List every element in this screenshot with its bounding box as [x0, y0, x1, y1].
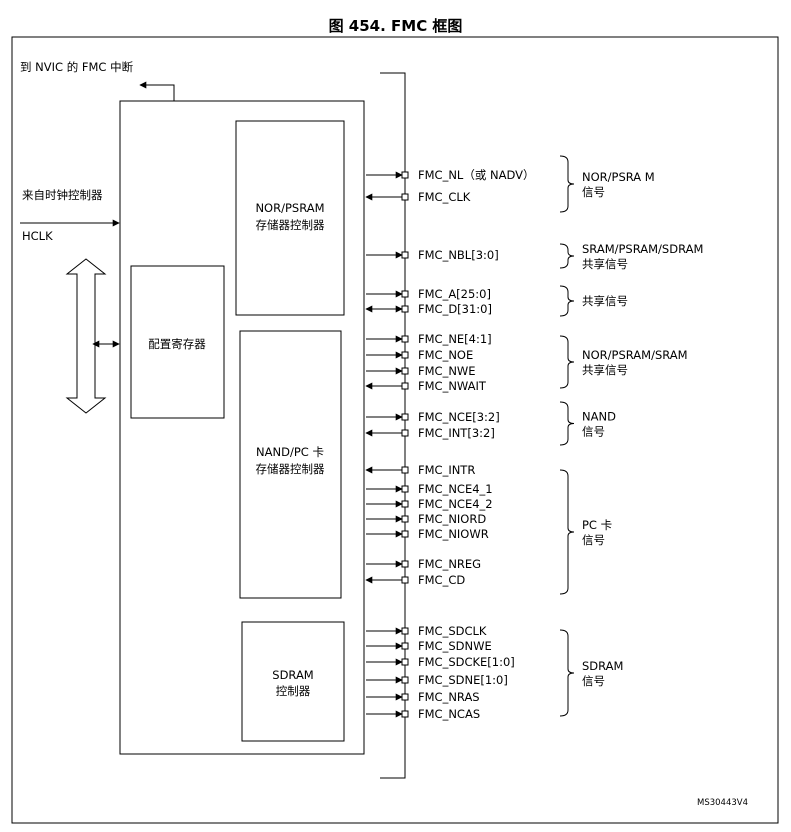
signal-pin-sdne: [401, 676, 409, 684]
figure-code: MS30443V4: [697, 798, 748, 808]
nor-controller-line1: NOR/PSRAM: [255, 201, 324, 215]
outer-frame: [11, 36, 779, 824]
signal-label-sdnwe: FMC_SDNWE: [418, 639, 492, 653]
signal-pin-niord: [401, 515, 409, 523]
signal-label-d: FMC_D[31:0]: [418, 302, 492, 316]
system-bus-arrow: [65, 258, 107, 414]
brace-pc-card-signals: [559, 469, 575, 595]
signal-pin-clk: [401, 193, 409, 201]
sdram-controller-line2: 控制器: [276, 684, 311, 698]
signal-pin-nl: [401, 171, 409, 179]
signal-label-nl: FMC_NL（或 NADV）: [418, 168, 534, 182]
signal-label-sdne: FMC_SDNE[1:0]: [418, 673, 508, 687]
signal-label-cd: FMC_CD: [418, 573, 465, 587]
signal-pin-nwe: [401, 367, 409, 375]
signal-pin-nce4_2: [401, 500, 409, 508]
brace-shared-sram-signals: [559, 243, 575, 269]
fmc-main-block: [119, 100, 365, 755]
signal-pin-d: [401, 305, 409, 313]
signal-label-nbl: FMC_NBL[3:0]: [418, 248, 499, 262]
group-label-shared-sram-signals-line1: SRAM/PSRAM/SDRAM: [582, 242, 703, 256]
signal-label-niord: FMC_NIORD: [418, 512, 486, 526]
signal-label-niowr: FMC_NIOWR: [418, 527, 489, 541]
signal-label-nce: FMC_NCE[3:2]: [418, 410, 500, 424]
brace-nor-psram-signals: [559, 155, 575, 213]
signal-label-nreg: FMC_NREG: [418, 557, 481, 571]
group-label-shared-signals-line1: 共享信号: [582, 294, 628, 308]
signal-label-ne: FMC_NE[4:1]: [418, 332, 492, 346]
brace-nand-signals: [559, 401, 575, 446]
signal-label-noe: FMC_NOE: [418, 348, 473, 362]
signal-pin-nce: [401, 413, 409, 421]
figure-title: 图 454. FMC 框图: [328, 17, 463, 35]
clock-source-label: 来自时钟控制器: [22, 188, 103, 202]
group-label-shared-sram-signals-line2: 共享信号: [582, 257, 628, 271]
brace-sdram-signals: [559, 629, 575, 717]
config-registers-label: 配置寄存器: [148, 337, 206, 351]
group-label-sdram-signals-line1: SDRAM: [582, 659, 623, 673]
group-label-nor-psram-signals-line2: 信号: [582, 185, 605, 199]
signal-pin-int: [401, 429, 409, 437]
signal-pin-ne: [401, 335, 409, 343]
signal-pin-sdcke: [401, 658, 409, 666]
signal-label-nras: FMC_NRAS: [418, 690, 480, 704]
signal-pin-sdnwe: [401, 642, 409, 650]
group-label-pc-card-signals-line2: 信号: [582, 533, 605, 547]
signal-pin-niowr: [401, 530, 409, 538]
hclk-label: HCLK: [22, 229, 53, 243]
signal-label-nce4_1: FMC_NCE4_1: [418, 482, 493, 496]
signal-pin-nwait: [401, 382, 409, 390]
signal-label-nce4_2: FMC_NCE4_2: [418, 497, 493, 511]
group-label-nor-psram-sram-signals-line2: 共享信号: [582, 363, 628, 377]
signal-label-nwe: FMC_NWE: [418, 364, 476, 378]
brace-shared-signals: [559, 285, 575, 317]
signal-label-a: FMC_A[25:0]: [418, 287, 491, 301]
to-nvic-label: 到 NVIC 的 FMC 中断: [20, 60, 134, 74]
signal-pin-sdclk: [401, 627, 409, 635]
nvic-interrupt-arrow: [139, 81, 175, 101]
group-label-nor-psram-sram-signals-line1: NOR/PSRAM/SRAM: [582, 348, 688, 362]
signal-pin-nbl: [401, 251, 409, 259]
signal-pin-ncas: [401, 710, 409, 718]
signal-pin-noe: [401, 351, 409, 359]
config-registers-box: [130, 265, 225, 419]
nand-controller-line2: 存储器控制器: [256, 462, 325, 476]
signal-pin-a: [401, 290, 409, 298]
nand-pc-controller-box: [239, 330, 342, 599]
group-label-pc-card-signals-line1: PC 卡: [582, 518, 612, 532]
signal-label-clk: FMC_CLK: [418, 190, 471, 204]
nor-controller-line2: 存储器控制器: [256, 218, 325, 232]
group-label-nand-signals-line2: 信号: [582, 425, 605, 439]
signal-label-sdcke: FMC_SDCKE[1:0]: [418, 655, 515, 669]
signal-label-ncas: FMC_NCAS: [418, 707, 480, 721]
group-label-nand-signals-line1: NAND: [582, 410, 616, 424]
nand-controller-line1: NAND/PC 卡: [256, 445, 324, 459]
pin-bus-bracket: [380, 72, 406, 779]
signal-pin-nce4_1: [401, 485, 409, 493]
signal-pin-cd: [401, 576, 409, 584]
signal-label-int: FMC_INT[3:2]: [418, 426, 495, 440]
signal-rows: FMC_NL（或 NADV） FMC_CLK FMC_NBL[3:0] FMC_A[2…: [365, 168, 534, 721]
group-braces: NOR/PSRA M信号SRAM/PSRAM/SDRAM共享信号共享信号NOR/…: [559, 155, 703, 717]
nor-psram-controller-box: [235, 120, 345, 316]
sdram-controller-box: [241, 621, 345, 742]
brace-nor-psram-sram-signals: [559, 335, 575, 389]
group-label-nor-psram-signals-line1: NOR/PSRA M: [582, 170, 655, 184]
signal-label-sdclk: FMC_SDCLK: [418, 624, 487, 638]
signal-pin-intr: [401, 466, 409, 474]
signal-pin-nreg: [401, 560, 409, 568]
signal-label-intr: FMC_INTR: [418, 463, 475, 477]
group-label-sdram-signals-line2: 信号: [582, 674, 605, 688]
signal-label-nwait: FMC_NWAIT: [418, 379, 487, 393]
sdram-controller-line1: SDRAM: [272, 668, 313, 682]
signal-pin-nras: [401, 693, 409, 701]
